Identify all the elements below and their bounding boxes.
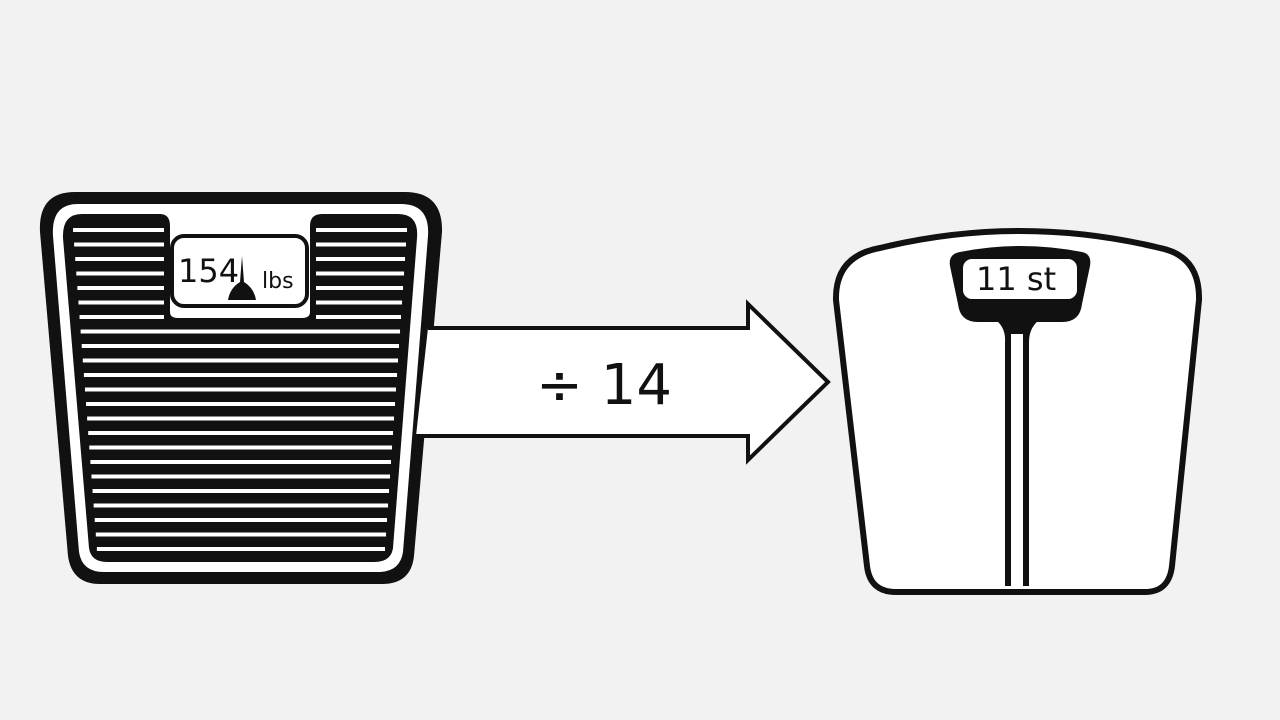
left-scale-rib [316, 228, 408, 232]
left-scale-reading-value: 154 [178, 252, 239, 290]
left-scale-rib [81, 344, 400, 348]
left-scale-rib [316, 315, 402, 319]
left-bathroom-scale: 154 lbs [39, 192, 443, 584]
right-scale-divider-gap [1011, 334, 1023, 586]
left-scale-rib [95, 532, 387, 537]
left-scale-rib [96, 547, 386, 551]
left-scale-rib [94, 518, 388, 522]
left-scale-rib [73, 228, 164, 232]
conversion-arrow: ÷ 14 [416, 299, 831, 465]
left-scale-rib [90, 460, 392, 464]
left-scale-rib [74, 242, 164, 247]
left-scale-rib [86, 402, 396, 406]
left-scale-dial-pointer [228, 256, 256, 300]
left-scale-rib [75, 257, 164, 261]
left-scale-rib [88, 431, 394, 435]
left-scale-ribs [73, 228, 408, 551]
left-scale-rib [83, 373, 398, 377]
left-scale-rib [87, 416, 395, 421]
right-scale-reading: 11 st [976, 260, 1056, 298]
left-scale-rib [91, 474, 391, 479]
left-scale-reading-unit: lbs [262, 269, 294, 294]
left-scale-rib [76, 271, 164, 276]
left-scale-rib [80, 329, 401, 334]
left-scale-rib [89, 445, 393, 450]
left-scale-rib [84, 387, 397, 392]
left-scale-dial-window [170, 234, 309, 308]
right-bathroom-scale: 11 st [832, 228, 1203, 595]
left-scale-rib [78, 300, 164, 305]
left-scale-rib [316, 286, 404, 290]
arrow-operation-label: ÷ 14 [536, 353, 672, 418]
right-scale-dial-window [961, 257, 1079, 301]
arrow-shape [416, 299, 831, 465]
left-scale-rib [82, 358, 399, 363]
left-scale-rib [79, 315, 164, 319]
left-scale-rib [93, 503, 389, 508]
left-scale-rib [316, 242, 407, 247]
left-scale-rib [316, 300, 403, 305]
left-scale-rib [92, 489, 390, 493]
left-scale-rib [77, 286, 164, 290]
left-scale-rib [316, 271, 405, 276]
left-scale-rib [316, 257, 406, 261]
